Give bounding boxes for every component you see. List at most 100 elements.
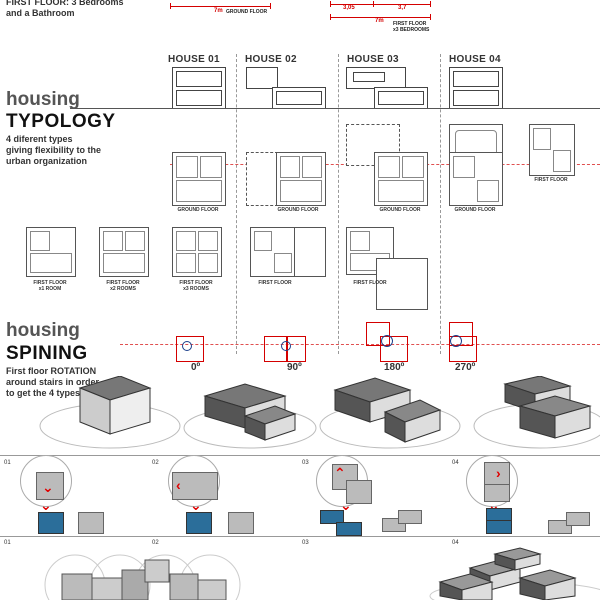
steps-separator bbox=[0, 455, 600, 456]
rotation-90-stair-icon bbox=[281, 341, 291, 351]
ground-dimension-line bbox=[170, 6, 270, 7]
typology-title-small: housing bbox=[6, 89, 80, 110]
isometric-house-01 bbox=[39, 376, 181, 449]
house-02-label: HOUSE 02 bbox=[245, 54, 297, 65]
step-03-down-icon: ⌄ bbox=[340, 497, 352, 513]
rotation-0-label: 0º bbox=[191, 362, 201, 373]
rotation-270-box-a bbox=[449, 322, 473, 346]
step-04-block-b bbox=[486, 520, 512, 534]
ground-plan-house-04-room-b bbox=[477, 180, 499, 202]
rotation-90-label: 90º bbox=[287, 362, 302, 373]
isometric-views bbox=[39, 376, 600, 449]
step-02-arrow-icon: ‹ bbox=[176, 477, 181, 493]
typology-title-big: TYPOLOGY bbox=[6, 111, 116, 132]
typology-description: 4 diferent types giving flexibility to t… bbox=[6, 134, 101, 167]
first-floor-note-line2: and a Bathroom bbox=[6, 8, 75, 18]
step-04-circle bbox=[466, 455, 518, 507]
first-plan-x3-outline bbox=[172, 227, 222, 277]
step-03-block-b bbox=[336, 522, 362, 536]
first-plan-x3-room-b bbox=[198, 231, 218, 251]
first-plan-x1-caption-line2: x1 ROOM bbox=[38, 286, 62, 292]
step-02-block-b bbox=[228, 512, 254, 534]
first-dimension-total-tick-left bbox=[330, 14, 331, 20]
bottom-step-01-number: 01 bbox=[4, 540, 11, 546]
first-plan-house-02-terrace bbox=[294, 227, 326, 277]
first-plan-x3-room-a bbox=[176, 231, 196, 251]
spining-description-line3: to get the 4 types bbox=[6, 388, 81, 398]
elevation-house-02-window bbox=[276, 91, 322, 105]
first-dimension-line-total bbox=[330, 17, 430, 18]
ground-plan-house-01-room-a bbox=[176, 156, 198, 178]
rotation-180-label: 180º bbox=[384, 362, 405, 373]
aggregation-blocks bbox=[61, 559, 227, 600]
first-plan-house-04-room-a bbox=[533, 128, 551, 150]
ground-dimension-value: 7m bbox=[214, 8, 223, 14]
first-dimension-caption-line2: x3 BEDROOMS bbox=[393, 27, 430, 33]
first-dimension-tick-3 bbox=[430, 1, 431, 7]
elevation-house-01-window-top bbox=[176, 71, 222, 87]
first-plan-house-02-room-a bbox=[254, 231, 272, 251]
bottom-separator bbox=[0, 536, 600, 537]
first-plan-x3-room-c bbox=[176, 253, 196, 273]
first-dimension-tick-2 bbox=[373, 1, 374, 7]
aggregation-cluster bbox=[429, 547, 600, 600]
step-03-number: 03 bbox=[302, 460, 309, 466]
step-01-arrow-icon: ⌄ bbox=[42, 479, 54, 495]
isometric-house-04 bbox=[473, 376, 600, 449]
step-02-block-a bbox=[186, 512, 212, 534]
rotation-180-stair-icon bbox=[381, 335, 393, 347]
step-02-number: 02 bbox=[152, 460, 159, 466]
first-plan-house-04-caption: FIRST FLOOR bbox=[534, 177, 568, 183]
first-plan-x3-room-d bbox=[198, 253, 218, 273]
elevation-house-01-body bbox=[172, 67, 226, 109]
typology-description-line2: giving flexibility to the bbox=[6, 145, 102, 155]
elevation-house-04-window-bottom bbox=[453, 90, 499, 106]
first-plan-x2-caption: FIRST FLOOR x2 ROOMS bbox=[95, 280, 151, 292]
first-plan-house-02-caption: FIRST FLOOR bbox=[258, 280, 292, 286]
ground-plan-house-02-room-a bbox=[280, 156, 300, 178]
step-03-block-a bbox=[320, 510, 344, 524]
step-04-arrow-icon: › bbox=[496, 465, 501, 481]
first-dimension-caption: FIRST FLOOR x3 BEDROOMS bbox=[393, 21, 429, 33]
ground-line bbox=[70, 108, 600, 109]
isometric-house-03 bbox=[319, 377, 461, 449]
spining-title-small: housing bbox=[6, 320, 80, 341]
ground-plan-house-01-room-c bbox=[176, 180, 222, 202]
house-01-label: HOUSE 01 bbox=[168, 54, 220, 65]
ground-plan-house-02-caption: GROUND FLOOR bbox=[277, 207, 319, 213]
first-plan-x1-outline bbox=[26, 227, 76, 277]
spining-description: First floor ROTATION around stairs in or… bbox=[6, 366, 99, 399]
first-dimension-tick-1 bbox=[330, 1, 331, 7]
ground-dimension-label: GROUND FLOOR bbox=[226, 9, 268, 15]
elevation-house-02-upper bbox=[246, 67, 278, 89]
step-02-module bbox=[172, 472, 218, 500]
elevation-house-03-window-lower bbox=[378, 91, 424, 105]
first-plan-x2-caption-line2: x2 ROOMS bbox=[110, 286, 136, 292]
first-plan-x1-caption: FIRST FLOOR x1 ROOM bbox=[22, 280, 78, 292]
rotation-270-box-b bbox=[449, 336, 477, 362]
first-dimension-b: 3,7 bbox=[398, 5, 407, 11]
step-04-number: 04 bbox=[452, 460, 459, 466]
step-01-circle bbox=[20, 455, 72, 507]
step-03-block-d bbox=[398, 510, 422, 524]
step-03-module-b bbox=[346, 480, 372, 504]
step-01-down-icon: ⌄ bbox=[40, 497, 52, 513]
first-floor-note-line1: FIRST FLOOR: 3 Bedrooms bbox=[6, 0, 124, 7]
step-02-circle bbox=[168, 455, 220, 507]
spining-description-line2: around stairs in order bbox=[6, 377, 100, 387]
column-divider-2 bbox=[338, 54, 339, 354]
step-04-down-icon: ⌄ bbox=[488, 497, 500, 513]
first-dimension-a: 3,05 bbox=[343, 5, 355, 11]
ground-plan-house-03-room-b bbox=[402, 156, 424, 178]
typology-description-line3: urban organization bbox=[6, 156, 87, 166]
first-plan-house-03-extension bbox=[376, 258, 428, 310]
spining-description-line1: First floor ROTATION bbox=[6, 366, 97, 376]
step-01-module bbox=[36, 472, 64, 500]
rotation-180-box-b bbox=[380, 336, 408, 362]
first-floor-note: FIRST FLOOR: 3 Bedrooms and a Bathroom bbox=[6, 0, 124, 19]
isometric-house-02 bbox=[183, 383, 317, 449]
rotation-0-box bbox=[176, 336, 204, 362]
elevation-house-04-body bbox=[449, 67, 503, 109]
ground-dimension-tick-left bbox=[170, 3, 171, 9]
ground-plan-house-04-caption: GROUND FLOOR bbox=[454, 207, 496, 213]
